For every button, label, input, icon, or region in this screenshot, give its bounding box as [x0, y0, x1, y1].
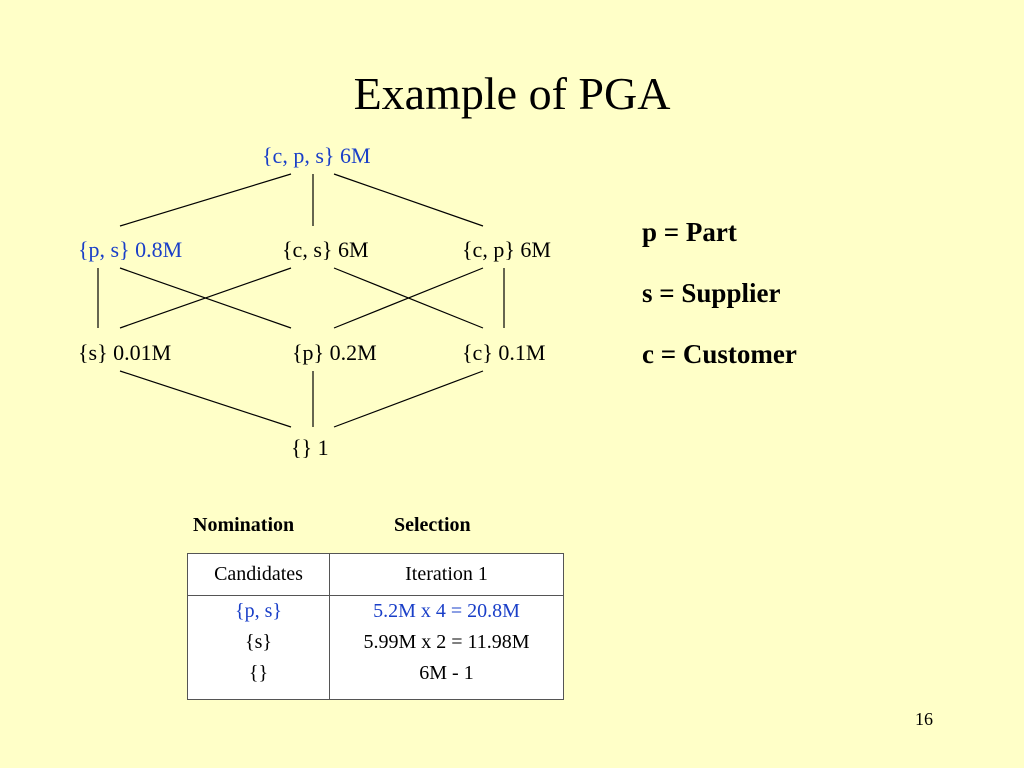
edge-cps-ps: [119, 173, 292, 227]
lattice-node-s: {s} 0.01M: [78, 340, 172, 365]
edge-c-empty: [333, 370, 484, 428]
lattice-node-empty: {} 1: [291, 435, 329, 460]
lattice-node-cs: {c, s} 6M: [282, 237, 369, 262]
lattice-node-cps: {c, p, s} 6M: [262, 143, 371, 168]
table-header-row: Candidates Iteration 1: [187, 553, 564, 596]
benefit-ps: 5.2M x 4 = 20.8M: [373, 600, 520, 622]
edge-cps-cp: [333, 173, 484, 227]
benefit-s: 5.99M x 2 = 11.98M: [363, 631, 530, 653]
candidate-empty: {}: [248, 662, 269, 684]
selection-header: Selection: [394, 514, 471, 536]
edge-cs-s: [119, 267, 292, 329]
candidate-ps: {p, s}: [235, 600, 282, 622]
lattice-node-cp: {c, p} 6M: [462, 237, 551, 262]
table-row: {p, s} {s} {} 5.2M x 4 = 20.8M 5.99M x 2…: [187, 595, 564, 700]
legend-customer: c = Customer: [642, 339, 797, 369]
legend-supplier: s = Supplier: [642, 278, 781, 308]
lattice-node-c: {c} 0.1M: [462, 340, 546, 365]
pga-table: Candidates Iteration 1 {p, s} {s} {} 5.2…: [187, 553, 564, 700]
candidate-s: {s}: [245, 631, 272, 653]
candidates-cell: {p, s} {s} {}: [187, 595, 330, 700]
page-number: 16: [915, 709, 933, 729]
legend: p = Part s = Supplier c = Customer: [642, 214, 797, 397]
candidates-column-header: Candidates: [187, 553, 330, 596]
edge-s-empty: [119, 370, 292, 428]
iteration-column-header: Iteration 1: [329, 553, 564, 596]
iteration-cell: 5.2M x 4 = 20.8M 5.99M x 2 = 11.98M 6M -…: [329, 595, 564, 700]
lattice-node-p: {p} 0.2M: [292, 340, 377, 365]
edge-cp-p: [333, 267, 484, 329]
legend-part: p = Part: [642, 217, 737, 247]
slide-title: Example of PGA: [353, 68, 671, 119]
benefit-empty: 6M - 1: [419, 662, 474, 684]
nomination-header: Nomination: [193, 514, 295, 536]
lattice-node-ps: {p, s} 0.8M: [78, 237, 183, 262]
